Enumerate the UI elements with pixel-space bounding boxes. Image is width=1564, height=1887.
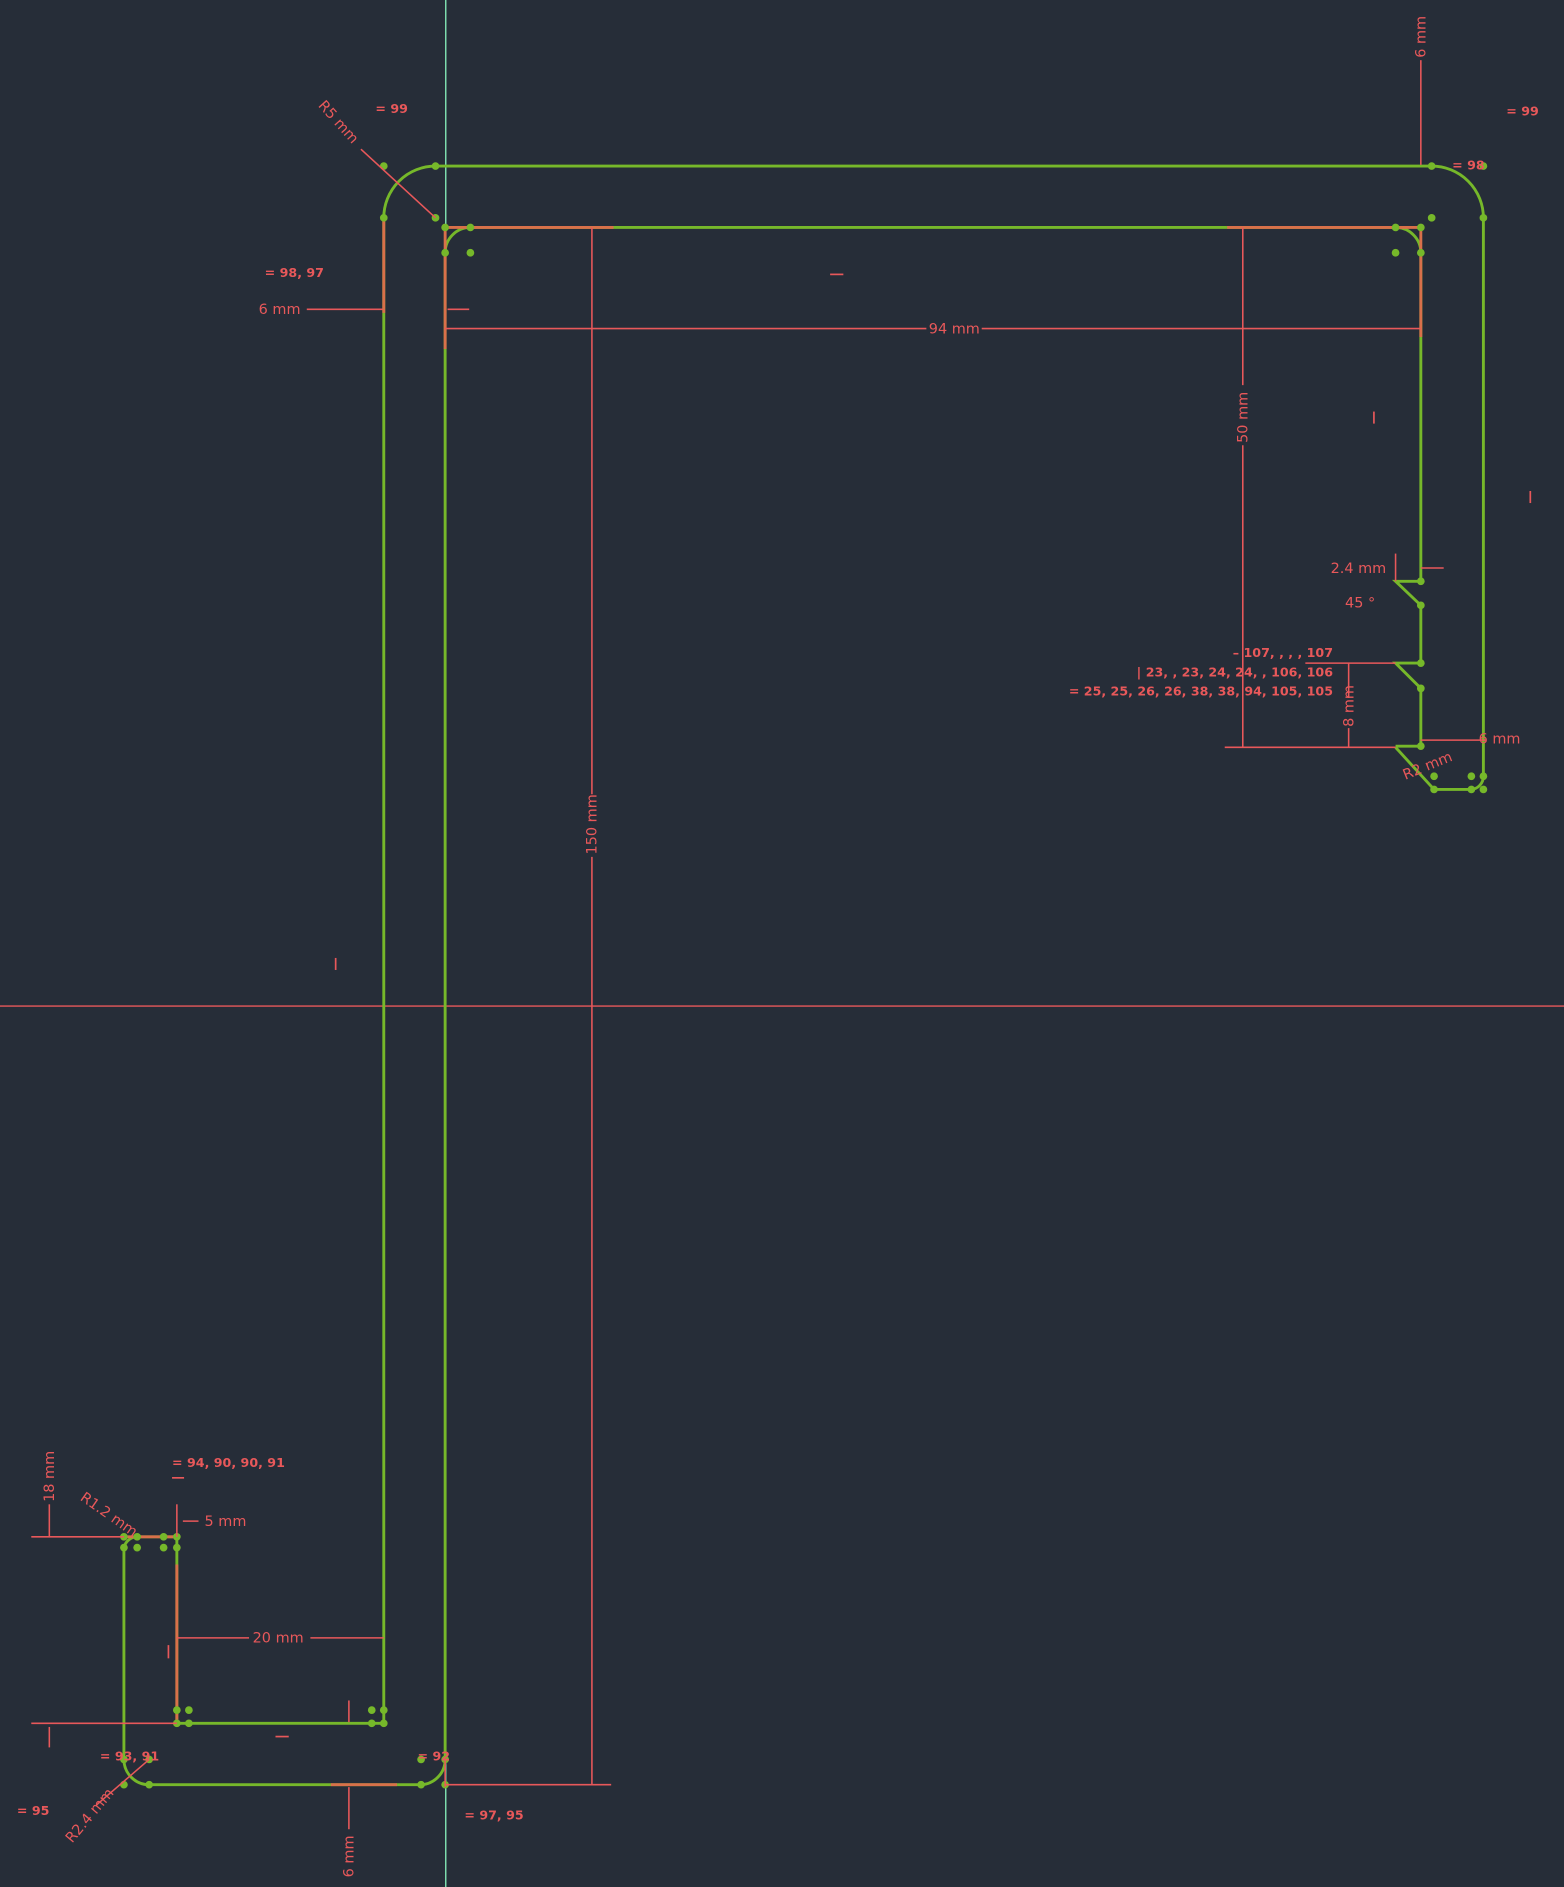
svg-text:= 92: = 92 — [417, 1749, 450, 1764]
constraint-markers — [167, 273, 1532, 1738]
constraint-98: 98 — [1467, 158, 1485, 173]
dim-bottom-offset[interactable]: 6 mm — [342, 1836, 358, 1878]
dim-width[interactable]: 94 mm — [929, 321, 980, 337]
dim-notch-height[interactable]: 8 mm — [1341, 685, 1357, 727]
constraint-labels: = 99 = 98, 97 = 99 = 98 – 107, , , , 107… — [17, 101, 1539, 1822]
dim-foot-width[interactable]: 5 mm — [205, 1514, 247, 1530]
svg-text:= 99: = 99 — [375, 101, 408, 116]
angle-label: 45 ° — [1345, 596, 1375, 612]
dim-radius-bottom-right[interactable]: R2 mm — [1401, 749, 1455, 783]
constraint-97-95: 97, 95 — [479, 1808, 523, 1823]
dim-notch-depth[interactable]: 2.4 mm — [1331, 561, 1387, 577]
dim-radius-top-left[interactable]: R5 mm — [315, 98, 362, 147]
constraint-99-right: 99 — [1521, 104, 1539, 119]
dim-right-offset[interactable]: 6 mm — [1479, 732, 1521, 748]
svg-text:– 107, , , , 107: – 107, , , , 107 — [1233, 645, 1333, 660]
svg-text:= 99: = 99 — [1506, 104, 1539, 119]
constraint-107: 107, , , , 107 — [1244, 645, 1333, 660]
svg-text:| 23, , 23, 24, 24, , 106, 106: | 23, , 23, 24, 24, , 106, 106 — [1137, 664, 1334, 680]
svg-text:= 98, 97: = 98, 97 — [265, 265, 324, 280]
bottom-profile[interactable] — [122, 1535, 447, 1787]
constraint-98-97: 98, 97 — [280, 265, 324, 280]
dimension-lines — [31, 60, 1486, 1830]
constraint-94-90: 94, 90, 90, 91 — [187, 1455, 285, 1470]
constraint-93-91: 93, 91 — [115, 1749, 159, 1764]
svg-text:= 25, 25, 26, 26, 38, 38, 94,: = 25, 25, 26, 26, 38, 38, 94, 105, 105 — [1069, 684, 1333, 699]
constraint-25: 25, 25, 26, 26, 38, 38, 94, 105, 105 — [1084, 684, 1333, 699]
svg-text:= 93, 91: = 93, 91 — [100, 1749, 159, 1764]
dim-total-height[interactable]: 150 mm — [585, 794, 601, 854]
outer-profile[interactable] — [382, 164, 1485, 1724]
dim-foot-height[interactable]: 18 mm — [42, 1451, 58, 1502]
constraint-23: 23, , 23, 24, 24, , 106, 106 — [1146, 664, 1334, 679]
dim-top-offset[interactable]: 6 mm — [1414, 16, 1430, 58]
dim-left-offset[interactable]: 6 mm — [259, 302, 301, 318]
svg-text:= 97, 95: = 97, 95 — [464, 1808, 523, 1823]
svg-text:= 94, 90, 90, 91: = 94, 90, 90, 91 — [172, 1455, 285, 1470]
dim-foot-gap[interactable]: 20 mm — [253, 1631, 304, 1647]
constraint-99-left: 99 — [390, 101, 408, 116]
sketch-points[interactable] — [120, 162, 1488, 1789]
constraint-95: 95 — [32, 1803, 50, 1818]
dim-foot-radius[interactable]: R1.2 mm — [77, 1490, 140, 1541]
dim-right-height[interactable]: 50 mm — [1236, 392, 1252, 443]
constrained-edges — [123, 217, 1423, 1787]
constraint-92: 92 — [432, 1749, 450, 1764]
svg-text:= 98: = 98 — [1452, 158, 1485, 173]
dim-bottom-radius[interactable]: R2.4 mm — [63, 1786, 117, 1847]
svg-text:= 95: = 95 — [17, 1803, 50, 1818]
